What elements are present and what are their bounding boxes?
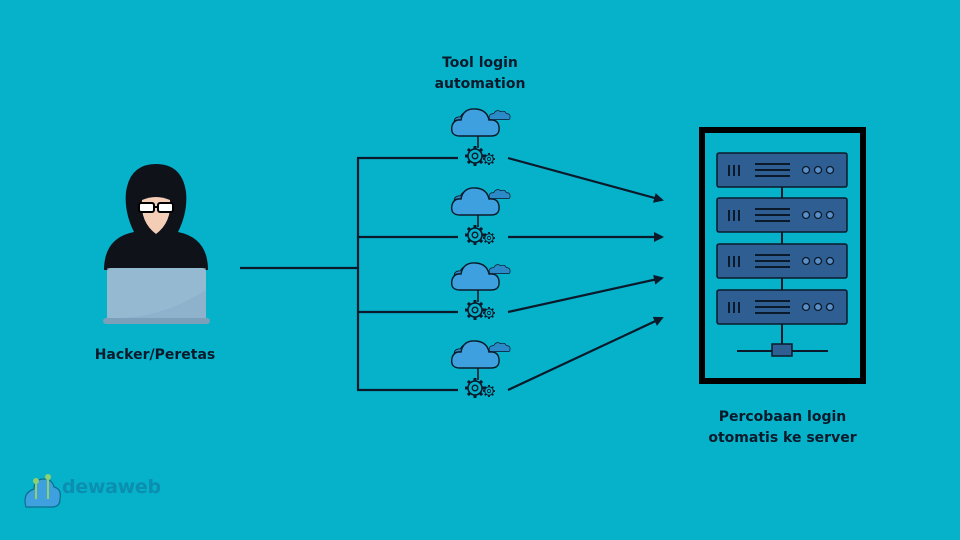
arrow-1 [507,156,664,203]
tool-login-label: Tool login automation [400,53,560,95]
server-unit [716,289,848,325]
tool-label-line-1: Tool login [442,55,518,71]
server-unit [716,243,848,279]
cloud-gear-icon [452,263,510,320]
server-units [716,152,848,325]
cloud-gear-icon [452,188,510,245]
hacker-label: Hacker/Peretas [94,347,216,363]
cloud-gear-icon [452,341,510,398]
cloud-gear-icon [452,109,510,166]
arrow-4 [507,316,664,391]
server-label: Percobaan login otomatis ke server [660,407,905,449]
server-label-line-1: Percobaan login [718,409,847,425]
hacker-icon [103,164,210,324]
logo-wordmark: dewaweb [22,473,162,515]
logo-text: dewaweb [62,476,161,498]
connector-lines [240,156,664,392]
dewaweb-logo [24,474,61,508]
arrow-3 [507,274,664,314]
server-unit [716,197,848,233]
server-label-line-2: otomatis ke server [708,430,857,446]
server-rack-icon [699,127,866,384]
server-unit [716,152,848,188]
tool-label-line-2: automation [434,76,526,92]
